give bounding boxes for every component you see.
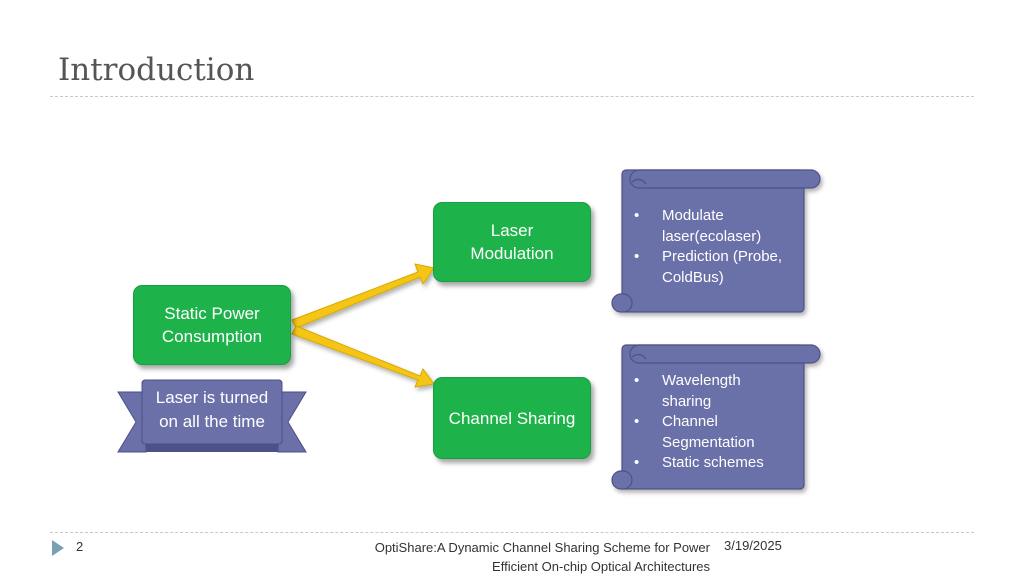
node-laser-modulation-line2: Modulation — [470, 244, 554, 263]
node-static-power-line1: Static Power — [164, 304, 260, 323]
arrow-to-laser-modulation — [291, 263, 435, 329]
scroll-top-text: Modulate laser(ecolaser) Prediction (Pro… — [628, 206, 804, 288]
banner-text: Laser is turned on all the time — [142, 386, 282, 434]
arrow-to-channel-sharing — [291, 325, 435, 388]
scroll-bottom-item-cont: Segmentation — [662, 433, 755, 451]
banner-ribbon — [117, 379, 307, 453]
scroll-top-item: Modulate — [628, 206, 804, 227]
footer-title-line2: Efficient On-chip Optical Architectures — [492, 559, 710, 574]
node-channel-sharing-label: Channel Sharing — [448, 408, 576, 428]
scroll-bottom-item: Static schemes — [628, 453, 804, 474]
scroll-bottom-item: Wavelength — [628, 371, 804, 392]
footer-date: 3/19/2025 — [724, 538, 782, 553]
footer-divider — [50, 532, 974, 533]
banner-line2: on all the time — [159, 412, 265, 431]
node-static-power-line2: Consumption — [161, 327, 263, 346]
scroll-top-item: Prediction (Probe, — [628, 247, 804, 268]
banner-line1: Laser is turned — [155, 388, 269, 407]
scroll-bottom-text: Wavelength sharing Channel Segmentation … — [628, 371, 804, 474]
scroll-top-item-cont: laser(ecolaser) — [662, 227, 762, 245]
footer-title-line1: OptiShare:A Dynamic Channel Sharing Sche… — [374, 540, 710, 555]
slide-title: Introduction — [58, 52, 255, 88]
footer-play-icon — [52, 540, 64, 556]
scroll-top-item-cont: ColdBus) — [662, 268, 724, 286]
scroll-bottom-item: Channel — [628, 412, 804, 433]
page-number: 2 — [76, 539, 84, 554]
scroll-bottom-item-cont: sharing — [662, 392, 712, 410]
node-channel-sharing: Channel Sharing — [433, 377, 591, 459]
title-divider — [50, 96, 974, 97]
node-static-power-consumption: Static Power Consumption — [133, 285, 291, 365]
footer-title: OptiShare:A Dynamic Channel Sharing Sche… — [330, 538, 710, 576]
node-laser-modulation-line1: Laser — [490, 221, 534, 240]
node-laser-modulation: Laser Modulation — [433, 202, 591, 282]
